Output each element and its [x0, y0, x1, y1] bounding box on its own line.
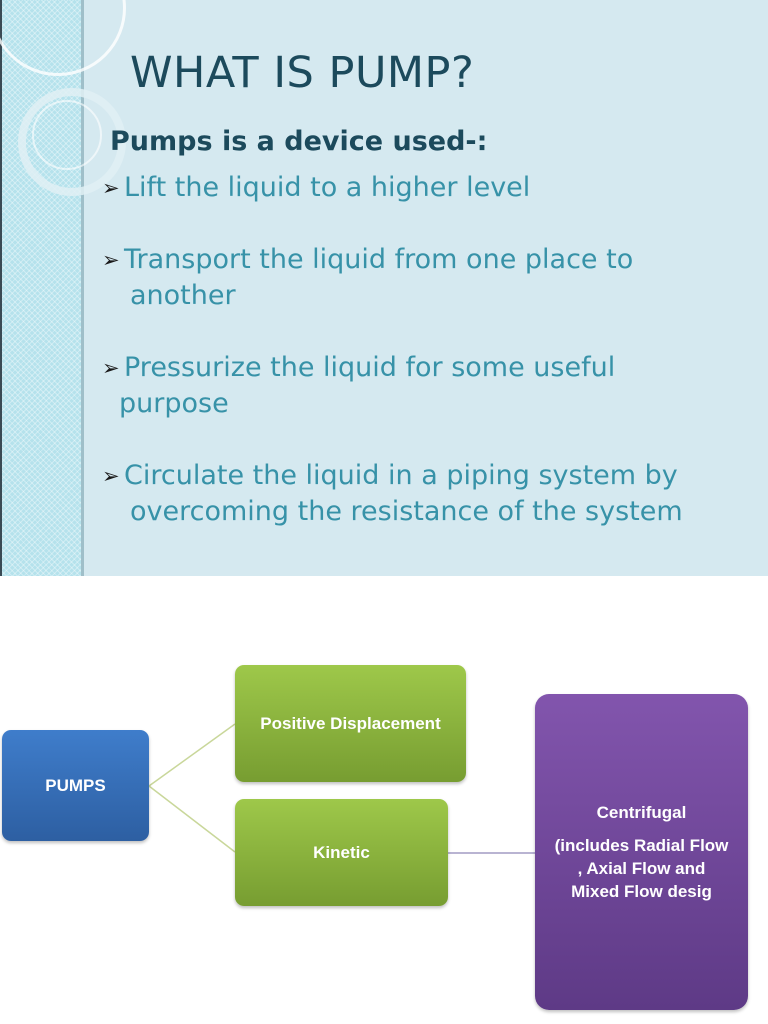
arrow-bullet-icon: ➢	[102, 248, 120, 272]
bullet-text: Lift the liquid to a higher level	[124, 172, 531, 203]
bullet-text: Pressurize the liquid for some useful	[124, 352, 616, 383]
bullet-list: ➢ Lift the liquid to a higher level ➢ Tr…	[100, 170, 760, 566]
diagram-connectors	[148, 723, 535, 854]
bullet-item: ➢ Circulate the liquid in a piping syste…	[100, 458, 760, 530]
node-centrifugal-line: , Axial Flow and	[577, 859, 706, 878]
bullet-text: Transport the liquid from one place to	[124, 244, 634, 275]
bullet-item: ➢ Pressurize the liquid for some useful …	[100, 350, 760, 422]
slide-left-edge	[0, 0, 2, 576]
bullet-item: ➢ Transport the liquid from one place to…	[100, 242, 760, 314]
node-positive-displacement: Positive Displacement	[235, 665, 466, 782]
node-centrifugal-line: Mixed Flow desig	[571, 882, 712, 901]
decorative-ring-inner-icon	[32, 100, 102, 170]
node-centrifugal: Centrifugal (includes Radial Flow , Axia…	[535, 694, 748, 1010]
connector-root-to-positive-displacement	[148, 723, 236, 787]
arrow-bullet-icon: ➢	[102, 356, 120, 380]
arrow-bullet-icon: ➢	[102, 176, 120, 200]
decorative-side-band	[0, 0, 84, 576]
bullet-text: Circulate the liquid in a piping system …	[124, 460, 678, 491]
bullet-text-continued: purpose	[119, 388, 229, 419]
bullet-text-continued: another	[130, 280, 236, 311]
node-kinetic: Kinetic	[235, 799, 448, 906]
node-centrifugal-title: Centrifugal	[596, 803, 687, 822]
decorative-ring-icon	[18, 88, 126, 196]
arrow-bullet-icon: ➢	[102, 464, 120, 488]
slide-what-is-pump: WHAT IS PUMP? Pumps is a device used-: ➢…	[0, 0, 768, 576]
connector-root-to-kinetic	[148, 785, 236, 853]
slide-subtitle: Pumps is a device used-:	[110, 126, 488, 157]
slide-title: WHAT IS PUMP?	[130, 48, 475, 98]
bullet-text-continued: overcoming the resistance of the system	[130, 496, 683, 527]
slide-pump-classification: PUMPS Positive Displacement Kinetic Cent…	[0, 576, 768, 1024]
bullet-item: ➢ Lift the liquid to a higher level	[100, 170, 760, 206]
node-kinetic-label: Kinetic	[313, 842, 370, 862]
node-pumps-label: PUMPS	[45, 775, 106, 795]
node-positive-displacement-label: Positive Displacement	[260, 713, 441, 733]
node-centrifugal-line: (includes Radial Flow	[554, 836, 729, 855]
node-pumps: PUMPS	[2, 730, 149, 841]
